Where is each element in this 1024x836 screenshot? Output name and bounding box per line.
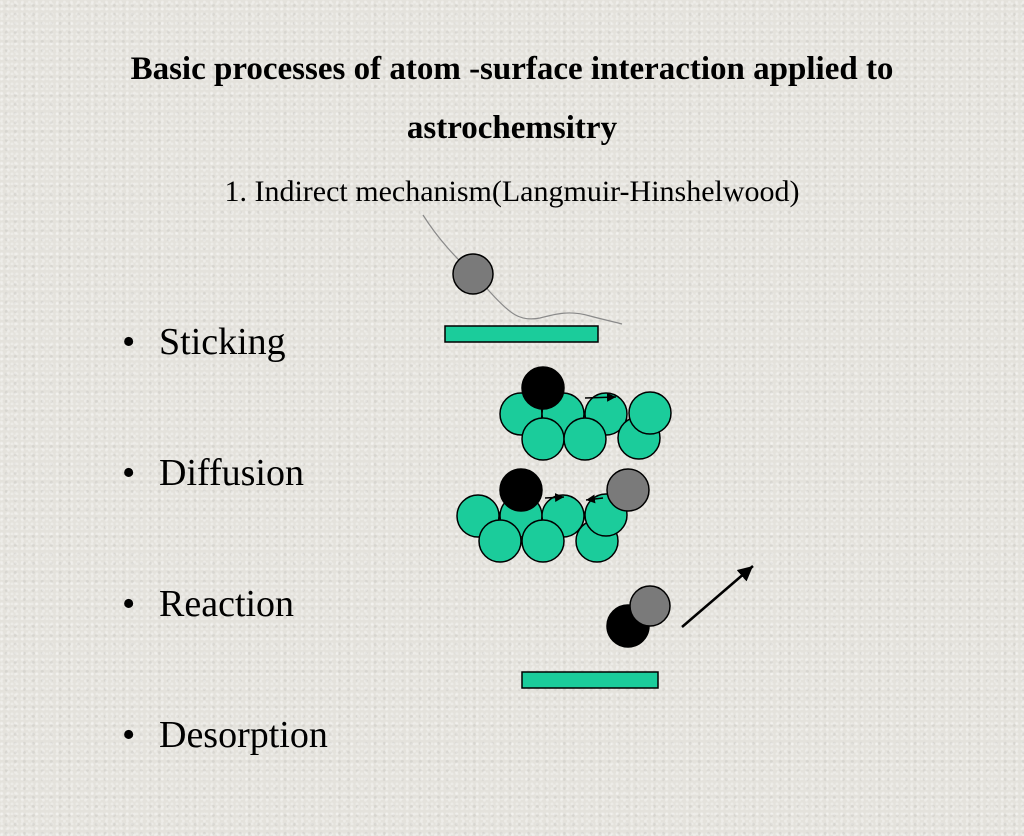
surface-atom <box>521 417 565 461</box>
surface-atom <box>628 391 672 435</box>
reaction-arrow-right <box>544 492 565 502</box>
diffusion-arrow <box>584 392 617 402</box>
surface-atom <box>521 519 565 563</box>
process-list: Sticking Diffusion Reaction Desorption <box>118 312 328 836</box>
molecule-grey-atom <box>629 585 671 627</box>
reaction-illustration <box>456 468 650 563</box>
bullet-reaction: Reaction <box>118 574 328 705</box>
incoming-atom <box>452 253 494 295</box>
surface-atom <box>563 417 607 461</box>
desorption-arrow <box>681 565 754 628</box>
grey-atom <box>606 468 650 512</box>
black-atom <box>499 468 543 512</box>
bullet-diffusion: Diffusion <box>118 443 328 574</box>
adsorbed-atom <box>521 366 565 410</box>
reaction-arrow-left <box>585 494 604 504</box>
bullet-desorption: Desorption <box>118 705 328 836</box>
desorption-illustration <box>521 565 754 689</box>
bullet-sticking: Sticking <box>118 312 328 443</box>
slide-title: Basic processes of atom -surface interac… <box>130 51 894 146</box>
diffusion-illustration <box>499 366 672 461</box>
surface-slab <box>444 325 599 343</box>
slide-subtitle: 1. Indirect mechanism(Langmuir-Hinshelwo… <box>224 175 800 208</box>
sticking-illustration <box>422 214 623 343</box>
surface-atom <box>478 519 522 563</box>
atom-surface-diagram <box>422 214 754 689</box>
surface-slab <box>521 671 659 689</box>
